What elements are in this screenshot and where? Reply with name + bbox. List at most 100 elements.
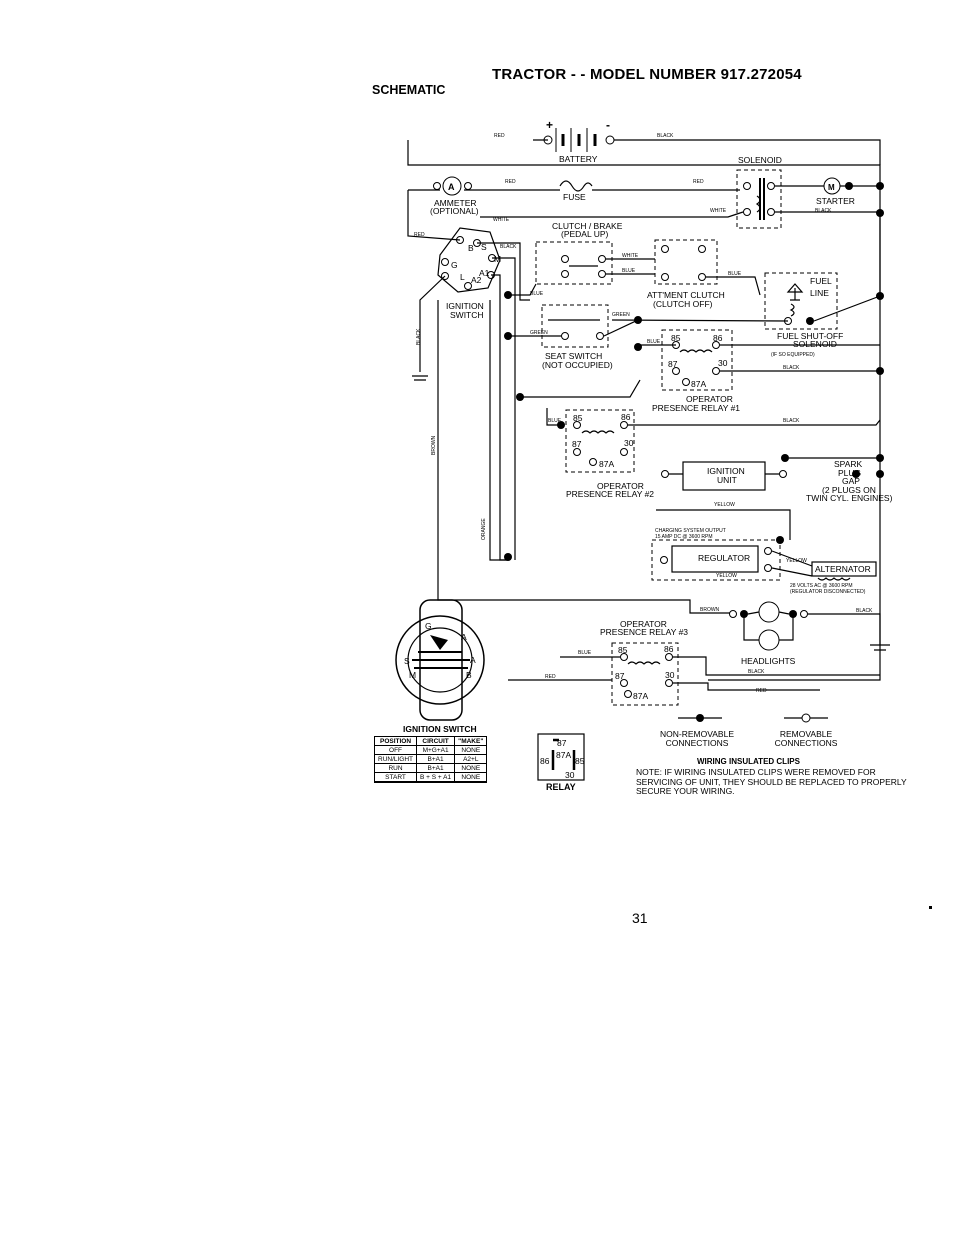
svg-text:-: - (606, 118, 610, 132)
table-header: POSITION (373, 736, 418, 746)
svg-text:(IF SO EQUIPPED): (IF SO EQUIPPED) (771, 352, 815, 358)
svg-text:87A: 87A (691, 379, 706, 389)
svg-text:(NOT OCCUPIED): (NOT OCCUPIED) (542, 360, 613, 370)
svg-text:M: M (494, 254, 501, 264)
svg-text:BLACK: BLACK (500, 244, 517, 250)
alternator-label: ALTERNATOR (815, 564, 871, 574)
svg-text:S: S (404, 656, 410, 666)
svg-text:BLUE: BLUE (647, 339, 661, 345)
svg-text:(PEDAL UP): (PEDAL UP) (561, 229, 609, 239)
svg-text:UNIT: UNIT (717, 475, 737, 485)
svg-text:BLACK: BLACK (416, 328, 422, 345)
svg-text:YELLOW: YELLOW (716, 573, 737, 579)
svg-text:GREEN: GREEN (530, 330, 548, 336)
svg-text:BLUE: BLUE (548, 418, 562, 424)
svg-text:G: G (425, 621, 432, 631)
ignition-switch-table: POSITION CIRCUIT "MAKE" OFF M+G+A1 NONE … (373, 736, 488, 783)
svg-text:85: 85 (671, 333, 681, 343)
svg-text:RED: RED (693, 179, 704, 185)
svg-text:BLACK: BLACK (657, 133, 674, 139)
svg-text:WHITE: WHITE (710, 208, 727, 214)
relay-2-label: OPERATOR (597, 481, 644, 491)
svg-text:PRESENCE RELAY #1: PRESENCE RELAY #1 (652, 403, 740, 413)
relay-pinout: 87 87A 86 85 30 (537, 733, 585, 781)
table-row: RUN B+A1 NONE (373, 763, 488, 773)
svg-text:BLACK: BLACK (856, 608, 873, 614)
svg-text:G: G (451, 260, 458, 270)
svg-text:BLUE: BLUE (622, 268, 636, 274)
svg-text:85: 85 (618, 645, 628, 655)
svg-text:L: L (460, 272, 465, 282)
svg-text:M: M (828, 183, 835, 192)
svg-text:YELLOW: YELLOW (714, 502, 735, 508)
attment-clutch-label: ATT'MENT CLUTCH (647, 290, 725, 300)
svg-text:(REGULATOR DISCONNECTED): (REGULATOR DISCONNECTED) (790, 589, 866, 595)
svg-text:86: 86 (621, 412, 631, 422)
svg-text:BROWN: BROWN (700, 607, 720, 613)
ignition-table-title: IGNITION SWITCH (403, 724, 477, 734)
svg-text:30: 30 (565, 770, 575, 780)
svg-text:87A: 87A (633, 691, 648, 701)
ignition-switch-face: G A S A M B (395, 599, 485, 721)
svg-text:30: 30 (624, 438, 634, 448)
svg-text:TWIN CYL. ENGINES): TWIN CYL. ENGINES) (806, 493, 893, 503)
ignition-switch-label: IGNITION (446, 301, 484, 311)
svg-text:PRESENCE RELAY #2: PRESENCE RELAY #2 (566, 489, 654, 499)
seat-switch-label: SEAT SWITCH (545, 351, 602, 361)
svg-text:RED: RED (505, 179, 516, 185)
svg-text:ORANGE: ORANGE (481, 518, 487, 540)
svg-text:B: B (468, 243, 474, 253)
notes-heading: WIRING INSULATED CLIPS (697, 757, 800, 766)
table-row: RUN/LIGHT B+A1 A2+L (373, 754, 488, 764)
svg-text:(OPTIONAL): (OPTIONAL) (430, 206, 479, 216)
relay-label: RELAY (546, 782, 576, 792)
svg-text:B: B (466, 670, 472, 680)
svg-text:28 VOLTS AC @ 3600 RPM: 28 VOLTS AC @ 3600 RPM (790, 583, 853, 589)
svg-text:GREEN: GREEN (612, 312, 630, 318)
svg-text:87: 87 (572, 439, 582, 449)
svg-text:BLUE: BLUE (728, 271, 742, 277)
legend-non-removable: NON-REMOVABLE CONNECTIONS (660, 729, 734, 748)
clutch-brake-label: CLUTCH / BRAKE (552, 221, 623, 231)
headlights-label: HEADLIGHTS (741, 656, 796, 666)
fuel-shutoff-label: FUEL SHUT-OFF (777, 331, 843, 341)
svg-text:86: 86 (540, 756, 550, 766)
svg-text:PRESENCE RELAY #3: PRESENCE RELAY #3 (600, 627, 688, 637)
svg-text:30: 30 (718, 358, 728, 368)
svg-text:RED: RED (545, 674, 556, 680)
starter-label: STARTER (816, 196, 855, 206)
svg-text:BLUE: BLUE (578, 650, 592, 656)
svg-text:RED: RED (414, 232, 425, 238)
relay-1-label: OPERATOR (686, 394, 733, 404)
svg-text:+: + (546, 118, 553, 132)
svg-text:87: 87 (668, 359, 678, 369)
svg-text:15 AMP DC @ 3600 RPM: 15 AMP DC @ 3600 RPM (655, 534, 713, 540)
regulator-label: REGULATOR (698, 553, 750, 563)
svg-text:87A: 87A (599, 459, 614, 469)
table-row: START B + S + A1 NONE (373, 772, 488, 783)
svg-text:85: 85 (575, 756, 585, 766)
svg-text:BLACK: BLACK (783, 365, 800, 371)
svg-text:86: 86 (664, 644, 674, 654)
svg-text:A: A (470, 655, 476, 665)
notes-text: NOTE: IF WIRING INSULATED CLIPS WERE REM… (636, 767, 907, 796)
svg-text:87A: 87A (556, 750, 571, 760)
svg-text:RED: RED (756, 688, 767, 694)
svg-text:YELLOW: YELLOW (786, 558, 807, 564)
svg-text:A2: A2 (471, 275, 482, 285)
fuse-label: FUSE (563, 192, 586, 202)
svg-text:(2 PLUGS ON: (2 PLUGS ON (822, 485, 876, 495)
svg-text:PLUG: PLUG (838, 468, 861, 478)
svg-text:86: 86 (713, 333, 723, 343)
page-mark (929, 906, 932, 909)
solenoid-label: SOLENOID (738, 155, 782, 165)
svg-text:A1: A1 (479, 268, 490, 278)
page-title: TRACTOR - - MODEL NUMBER 917.272054 (492, 66, 802, 83)
table-header: "MAKE" (454, 736, 488, 746)
svg-text:BLACK: BLACK (815, 208, 832, 214)
svg-text:GAP: GAP (842, 476, 860, 486)
svg-text:WHITE: WHITE (622, 253, 639, 259)
svg-text:CHARGING SYSTEM OUTPUT: CHARGING SYSTEM OUTPUT (655, 528, 726, 534)
page-subtitle: SCHEMATIC (372, 83, 446, 97)
